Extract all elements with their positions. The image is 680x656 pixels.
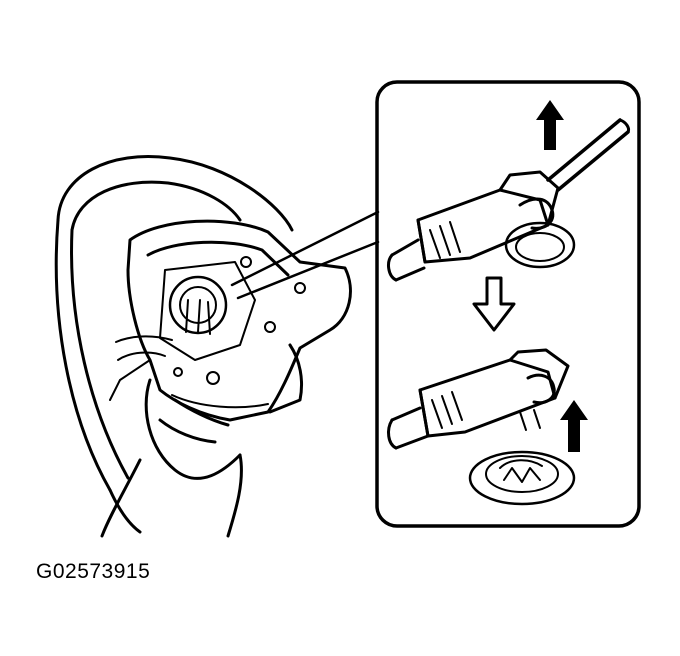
figure-id-label: G02573915 xyxy=(36,560,151,583)
up-arrow-icon xyxy=(560,400,588,452)
detail-inset-frame xyxy=(375,80,641,528)
zoom-leader-lines xyxy=(230,210,380,300)
connector-top xyxy=(387,118,630,282)
connector-bottom xyxy=(387,348,576,506)
steering-hub-assembly xyxy=(109,219,352,422)
down-arrow-icon xyxy=(472,276,516,332)
hand xyxy=(100,378,243,538)
steering-wheel-rim xyxy=(54,155,294,534)
up-arrow-icon xyxy=(536,100,564,150)
